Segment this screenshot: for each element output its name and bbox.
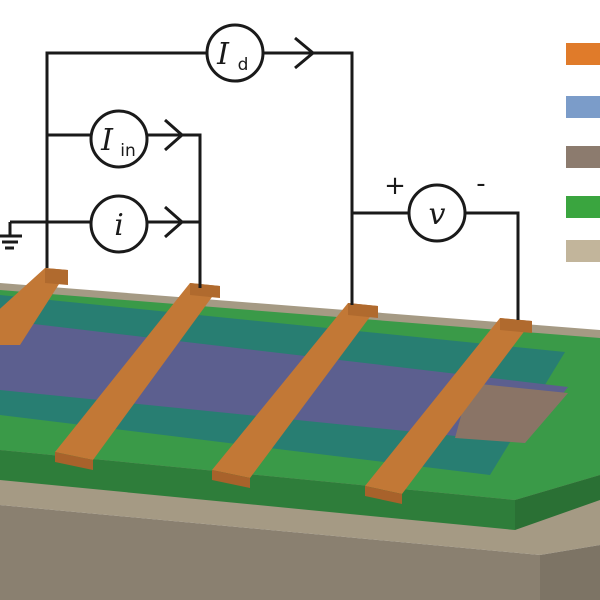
input-meter-symbol: I	[100, 123, 114, 158]
gate-current-meter: i	[89, 194, 149, 254]
voltage-wire	[352, 211, 520, 320]
gate-arrow-icon	[164, 205, 185, 239]
channel-tail	[455, 383, 568, 443]
input-current-meter: I in	[89, 109, 149, 169]
legend-swatch-green	[566, 196, 600, 218]
substrate-side-right	[540, 545, 600, 600]
drain-meter-subscript: d	[238, 55, 249, 75]
input-arrow-icon	[164, 118, 185, 152]
electrode-4	[365, 318, 532, 504]
electrode-3	[212, 303, 378, 488]
voltage-meter-symbol: v	[429, 197, 446, 232]
electrode-1	[0, 268, 68, 345]
legend-swatch-electrode	[566, 43, 600, 65]
device-stack	[0, 268, 600, 600]
drain-wire	[45, 51, 354, 305]
drain-current-meter: I d	[205, 23, 265, 83]
voltage-meter: v	[407, 183, 467, 243]
gate-meter-symbol: i	[114, 208, 124, 243]
input-meter-subscript: in	[120, 141, 136, 161]
circuit-wiring	[0, 36, 520, 320]
green-layer-side-right	[515, 475, 600, 530]
green-layer-side	[0, 450, 515, 530]
legend	[566, 43, 600, 262]
substrate-side	[0, 505, 540, 600]
drain-meter-symbol: I	[216, 37, 230, 72]
ground-icon	[0, 222, 22, 250]
legend-swatch-overlay	[566, 96, 600, 118]
electrode-2	[55, 283, 220, 470]
positive-terminal-label: +	[384, 171, 406, 201]
negative-terminal-label: -	[476, 169, 485, 199]
legend-swatch-tail	[566, 146, 600, 168]
legend-swatch-substrate	[566, 240, 600, 262]
drain-arrow-icon	[294, 36, 316, 70]
